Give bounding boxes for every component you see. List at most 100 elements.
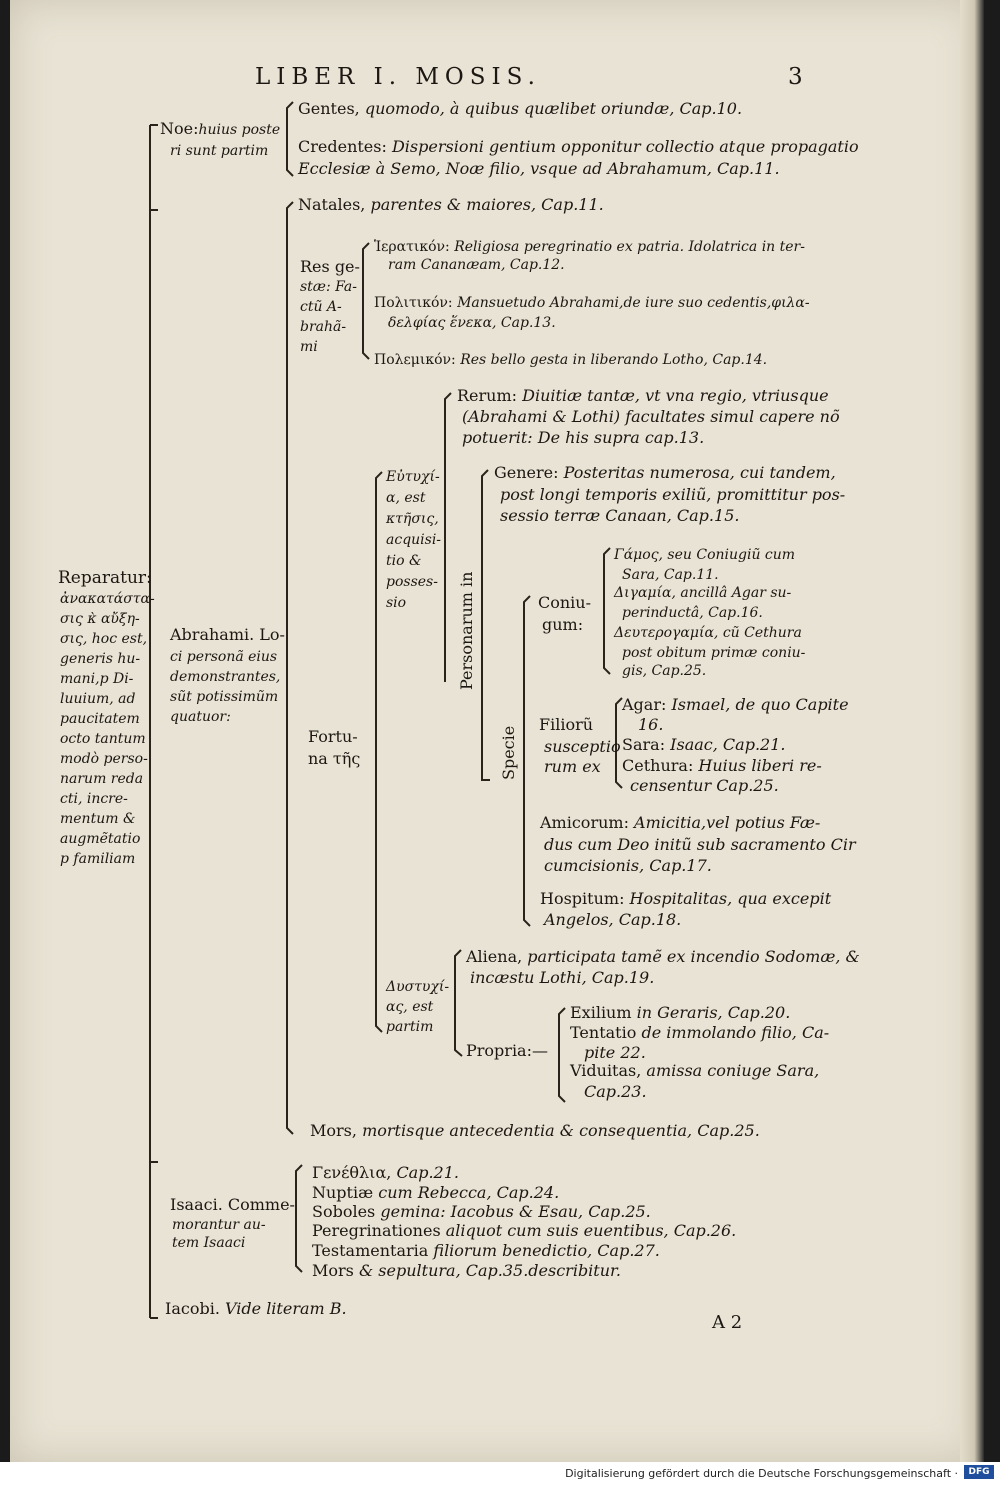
- politikon-entry: Πολιτικόν: Mansuetudo Abrahami,de iure s…: [374, 295, 810, 311]
- root-line-9: modò perso-: [60, 751, 148, 767]
- hospitum-line2: Angelos, Cap.18.: [544, 910, 682, 929]
- viduitas-line2: Cap.23.: [584, 1082, 647, 1101]
- agar-entry: Agar: Ismael, de quo Capite: [622, 695, 849, 714]
- coniugum-label: Coniu-: [538, 593, 592, 612]
- root-line-2: σις κ̀ αὔξη-: [60, 611, 140, 627]
- digamia-line1: Διγαμία, ancillâ Agar su-: [614, 585, 792, 601]
- dystychia-3: partim: [386, 1019, 434, 1035]
- root-line-12: mentum &: [60, 811, 136, 827]
- res-gestae-4: brahã-: [300, 319, 347, 335]
- noe-label-line2: ri sunt partim: [170, 143, 269, 159]
- genere-line2: post longi temporis exiliũ, promittitur …: [500, 485, 846, 504]
- abrahami-label-4: sũt potissimũm: [170, 689, 279, 705]
- agar-line2: 16.: [638, 715, 664, 734]
- polemikon-entry: Πολεμικόν: Res bello gesta in liberando …: [374, 352, 768, 368]
- credentes-entry: Credentes: Dispersioni gentium opponitur…: [298, 137, 859, 156]
- isaaci-label-3: tem Isaaci: [172, 1235, 246, 1251]
- cethura-entry: Cethura: Huius liberi re-: [622, 756, 822, 775]
- book-page: [10, 0, 978, 1462]
- amicorum-line2: dus cum Deo initũ sub sacramento Cir: [544, 835, 856, 854]
- deuterogamia-line2: post obitum primæ coniu-: [622, 645, 806, 661]
- digamia-line2: perinductâ, Cap.16.: [622, 605, 763, 621]
- filiorum-1: Filiorũ: [539, 715, 594, 734]
- isaaci-item-1: Γενέθλια, Cap.21.: [312, 1163, 459, 1182]
- isaaci-item-6: Mors & sepultura, Cap.35.describitur.: [312, 1261, 622, 1280]
- isaaci-label-2: morantur au-: [172, 1217, 266, 1233]
- root-line-8: octo tantum: [60, 731, 146, 747]
- gamos-line1: Γάμος, seu Coniugiũ cum: [614, 547, 796, 563]
- isaaci-label-1: Isaaci. Comme-: [170, 1195, 295, 1214]
- page-gutter: [960, 0, 984, 1462]
- abrahami-label-1: Abrahami. Lo-: [170, 625, 285, 644]
- isaaci-item-4: Peregrinationes aliquot cum suis euentib…: [312, 1221, 737, 1240]
- tentatio-entry: Tentatio de immolando filio, Ca-: [570, 1023, 830, 1042]
- res-gestae-2: stæ: Fa-: [300, 279, 357, 295]
- eutychia-3: κτῆσις,: [386, 511, 439, 527]
- cethura-line2: censentur Cap.25.: [630, 776, 779, 795]
- root-line-5: mani,p Di-: [60, 671, 134, 687]
- root-line-4: generis hu-: [60, 651, 141, 667]
- abrahami-label-2: ci personã eius: [170, 649, 278, 665]
- page-number: 3: [788, 64, 803, 90]
- abrahami-label-3: demonstrantes,: [170, 669, 281, 685]
- eutychia-1: Εὐτυχί-: [386, 469, 440, 485]
- footer-bar: Digitalisierung gefördert durch die Deut…: [0, 1462, 1000, 1485]
- tentatio-line2: pite 22.: [584, 1043, 646, 1062]
- isaaci-item-2: Nuptiæ cum Rebecca, Cap.24.: [312, 1183, 560, 1202]
- exilium-entry: Exilium in Geraris, Cap.20.: [570, 1003, 791, 1022]
- root-line-11: cti, incre-: [60, 791, 128, 807]
- hieratikon-entry: Ἱερατικόν: Religiosa peregrinatio ex pat…: [374, 239, 805, 255]
- isaaci-item-5: Testamentaria filiorum benedictio, Cap.2…: [312, 1241, 660, 1260]
- root-line-10: narum reda: [60, 771, 144, 787]
- eutychia-4: acquisi-: [386, 532, 442, 548]
- root-line-1: ἀνακατάστα-: [60, 591, 155, 607]
- filiorum-2: susceptio: [544, 737, 621, 756]
- fortuna-label: Fortu-: [308, 727, 358, 746]
- gamos-line2: Sara, Cap.11.: [622, 567, 719, 583]
- eutychia-7: sio: [386, 595, 407, 611]
- root-title: Reparatur:: [58, 568, 152, 588]
- signature-mark: A 2: [712, 1312, 743, 1333]
- res-gestae-5: mi: [300, 339, 318, 355]
- hieratikon-line2: ram Cananæam, Cap.12.: [388, 257, 565, 273]
- root-line-7: paucitatem: [60, 711, 140, 727]
- root-line-13: augmẽtatio: [60, 831, 141, 847]
- natales-entry: Natales, parentes & maiores, Cap.11.: [298, 195, 604, 214]
- isaaci-item-3: Soboles gemina: Iacobus & Esau, Cap.25.: [312, 1202, 651, 1221]
- filiorum-3: rum ex: [544, 757, 601, 776]
- amicorum-entry: Amicorum: Amicitia,vel potius Fæ-: [540, 813, 821, 832]
- dfg-logo-icon: DFG: [964, 1465, 994, 1479]
- deuterogamia-line1: Δευτερογαμία, cũ Cethura: [614, 625, 802, 641]
- genere-entry: Genere: Posteritas numerosa, cui tandem,: [494, 463, 836, 482]
- eutychia-2: α, est: [386, 490, 426, 506]
- footer-credit: Digitalisierung gefördert durch die Deut…: [565, 1467, 958, 1480]
- deuterogamia-line3: gis, Cap.25.: [622, 663, 707, 679]
- personarum-label: Personarum in: [457, 571, 476, 690]
- credentes-line2: Ecclesiæ à Semo, Noæ filio, vsque ad Abr…: [298, 159, 780, 178]
- eutychia-6: posses-: [386, 574, 438, 590]
- amicorum-line3: cumcisionis, Cap.17.: [544, 856, 712, 875]
- res-gestae-3: ctũ A-: [300, 299, 342, 315]
- viduitas-entry: Viduitas, amissa coniuge Sara,: [570, 1061, 820, 1080]
- noe-label: Noe:huius poste: [160, 119, 281, 139]
- rerum-entry: Rerum: Diuitiæ tantæ, vt vna regio, vtri…: [457, 386, 829, 405]
- running-head: LIBER I. MOSIS.: [255, 64, 541, 90]
- iacobi-entry: Iacobi. Vide literam B.: [165, 1299, 347, 1318]
- mors-entry: Mors, mortisque antecedentia & consequen…: [310, 1121, 760, 1140]
- sara-entry: Sara: Isaac, Cap.21.: [622, 735, 786, 754]
- genere-line3: sessio terræ Canaan, Cap.15.: [500, 506, 740, 525]
- dystychia-1: Δυστυχί-: [386, 979, 450, 995]
- eutychia-5: tio &: [386, 553, 422, 569]
- root-line-14: p familiam: [60, 851, 136, 867]
- rerum-line3: potuerit: De his supra cap.13.: [462, 428, 705, 447]
- hospitum-entry: Hospitum: Hospitalitas, qua excepit: [540, 889, 832, 908]
- gentes-entry: Gentes, quomodo, à quibus quælibet oriun…: [298, 99, 743, 118]
- fortuna-label-2: na τῆς: [308, 749, 361, 768]
- abrahami-label-5: quatuor:: [170, 709, 231, 725]
- coniugum-label-2: gum:: [542, 615, 584, 634]
- res-gestae-1: Res ge-: [300, 257, 360, 276]
- specie-label: Specie: [499, 725, 518, 780]
- politikon-line2: δελφίας ἕνεκα, Cap.13.: [388, 315, 556, 331]
- aliena-entry: Aliena, participata tamẽ ex incendio Sod…: [466, 947, 860, 966]
